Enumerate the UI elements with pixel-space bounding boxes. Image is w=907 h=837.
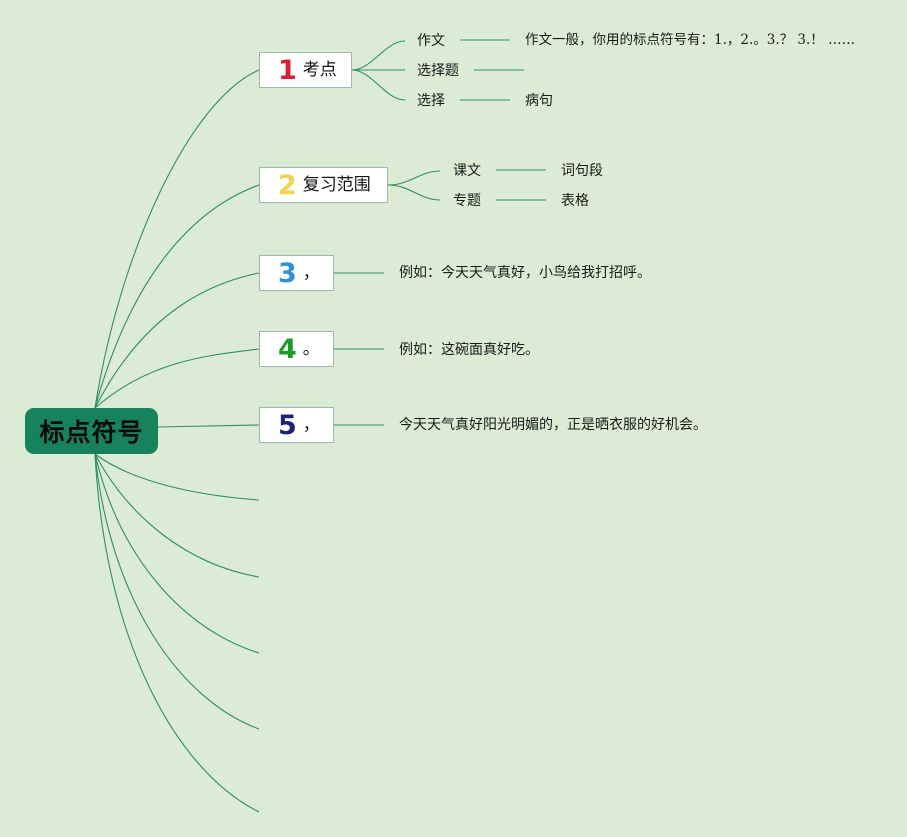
branch-number-1: 1: [278, 54, 297, 86]
branch-label-4: 。: [302, 338, 320, 359]
leaf-b4-example[interactable]: 例如：这碗面真好吃。: [399, 342, 539, 358]
leaf-b1-composition-detail[interactable]: 作文一般，你用的标点符号有：1.，2.。3.？ 3.！ ……: [525, 32, 856, 48]
branch-node-2[interactable]: 2 复习范围: [259, 167, 388, 203]
connector-b2-leaf-1: [387, 170, 441, 186]
branch-label-1: 考点: [302, 59, 337, 80]
leaf-b1-choice[interactable]: 选择: [417, 93, 445, 109]
branch-number-5: 5: [278, 409, 297, 441]
leaf-b1-composition[interactable]: 作文: [417, 33, 445, 49]
connector-root-empty-4: [94, 453, 260, 730]
leaf-b1-choice-question[interactable]: 选择题: [417, 63, 459, 79]
leaf-b5-example[interactable]: 今天天气真好阳光明媚的，正是晒衣服的好机会。: [399, 417, 707, 433]
connector-root-branch-3: [94, 272, 260, 409]
connector-b2-leaf-2: [387, 184, 441, 201]
leaf-b3-example[interactable]: 例如：今天天气真好，小鸟给我打招呼。: [399, 265, 651, 281]
connector-root-branch-4: [94, 348, 260, 409]
branch-node-3[interactable]: 3 ，: [259, 255, 334, 291]
leaf-b2-topic-detail[interactable]: 表格: [561, 193, 589, 209]
branch-number-4: 4: [278, 333, 297, 365]
leaf-b2-textbook-detail[interactable]: 词句段: [561, 163, 603, 179]
connector-root-branch-1: [94, 69, 260, 409]
connector-b1-leaf-1: [351, 40, 406, 71]
branch-node-5[interactable]: 5 ，: [259, 407, 334, 443]
branch-label-5: ，: [302, 414, 320, 435]
branch-node-1[interactable]: 1 考点: [259, 52, 352, 88]
branch-node-4[interactable]: 4 。: [259, 331, 334, 367]
connector-root-branch-2: [94, 184, 260, 409]
connector-root-empty-2: [94, 453, 260, 578]
branch-label-3: ，: [302, 262, 320, 283]
connector-root-empty-5: [94, 453, 260, 813]
root-node[interactable]: 标点符号: [25, 408, 158, 454]
root-label: 标点符号: [39, 418, 144, 447]
branch-label-2: 复习范围: [302, 174, 371, 195]
connector-root-empty-3: [94, 453, 260, 654]
connector-root-branch-5: [157, 424, 260, 428]
connector-root-empty-1: [94, 453, 260, 501]
leaf-b2-textbook[interactable]: 课文: [453, 163, 481, 179]
branch-number-3: 3: [278, 257, 297, 289]
branch-number-2: 2: [278, 169, 297, 201]
leaf-b2-topic[interactable]: 专题: [453, 193, 481, 209]
connector-b1-leaf-3: [351, 69, 406, 101]
leaf-b1-choice-detail[interactable]: 病句: [525, 93, 553, 109]
